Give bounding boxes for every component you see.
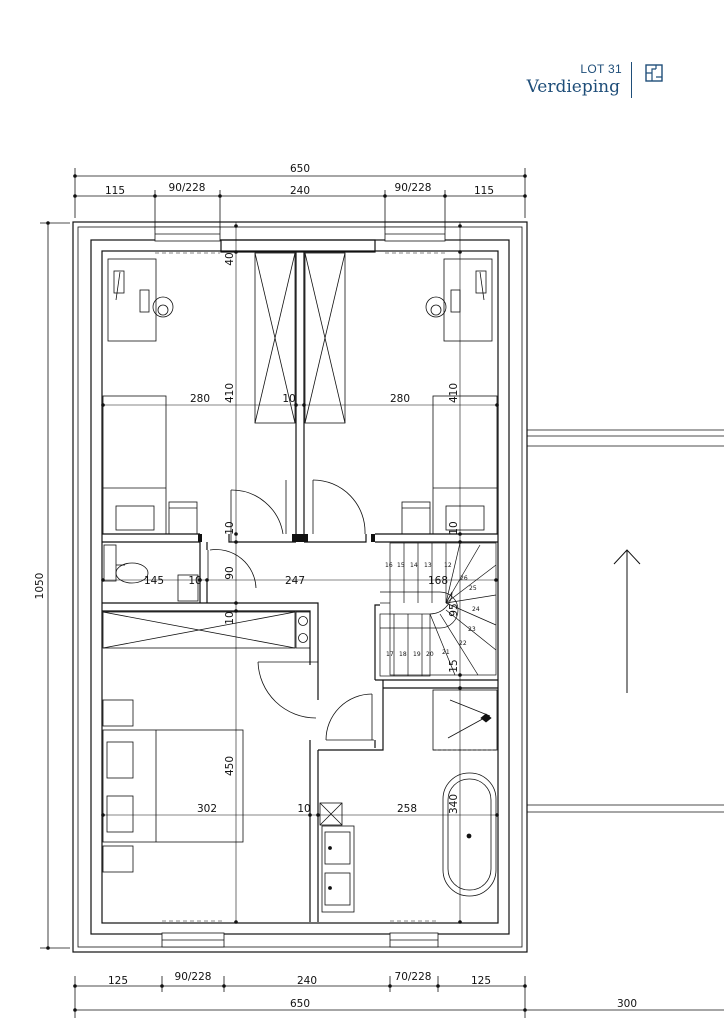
- bottom-dimensions: [74, 976, 724, 1018]
- dim-bathroom-width: 258: [397, 803, 417, 815]
- hvac-unit: [295, 611, 311, 649]
- stair-numbers: 16 15 14 13 12 26 25 24 23 22 21 17 18 1…: [385, 562, 480, 658]
- svg-text:23: 23: [468, 626, 476, 633]
- dim-top-1: 115: [105, 185, 125, 197]
- left-dimension: [40, 222, 70, 949]
- wardrobe-master: [102, 611, 296, 649]
- window-top-right: [384, 226, 446, 242]
- header-separator: [631, 62, 632, 98]
- door-bedroom-right: [312, 479, 366, 535]
- svg-text:16: 16: [385, 562, 393, 569]
- floor-title: Verdieping: [526, 77, 620, 97]
- interior-walls: [102, 239, 498, 922]
- bed-right: [432, 395, 498, 535]
- dim-bottom-extra: 300: [617, 998, 637, 1010]
- terrace-outline: [527, 429, 724, 813]
- interior-dim-lines: [103, 222, 497, 922]
- dim-top-5: 115: [474, 185, 494, 197]
- bed-left: [102, 395, 167, 535]
- svg-text:15: 15: [397, 562, 405, 569]
- floorplan-icon: [645, 64, 663, 82]
- wardrobe-right: [304, 252, 346, 424]
- dim-wc-wall: 10: [188, 575, 201, 587]
- dim-wc-depth: 90: [224, 566, 236, 579]
- svg-text:12: 12: [444, 562, 452, 569]
- dim-bottom-1: 125: [108, 975, 128, 987]
- dim-bottom-4: 70/228: [395, 971, 432, 983]
- svg-text:24: 24: [472, 606, 480, 613]
- dim-top-total: 650: [290, 163, 310, 175]
- dim-top-4: 90/228: [395, 182, 432, 194]
- wc-sink: [177, 574, 199, 602]
- wardrobe-left: [254, 252, 296, 424]
- svg-text:21: 21: [442, 649, 450, 656]
- window-bottom-left: [161, 932, 225, 948]
- dim-wc-width: 145: [144, 575, 164, 587]
- dim-hall-width: 247: [285, 575, 305, 587]
- dim-bottom-3: 240: [297, 975, 317, 987]
- desk-right: [425, 258, 493, 342]
- door-wc: [207, 549, 257, 589]
- dim-wall-between: 10: [282, 393, 295, 405]
- dim-bottom-5: 125: [471, 975, 491, 987]
- dim-bottom-2: 90/228: [175, 971, 212, 983]
- staircase: [379, 542, 497, 677]
- dim-bedroom-left-width: 280: [190, 393, 210, 405]
- svg-text:20: 20: [426, 651, 434, 658]
- window-bottom-right: [389, 932, 439, 948]
- dim-left-total: 1050: [34, 573, 46, 600]
- outer-walls: [72, 221, 528, 953]
- vent-shaft: [319, 802, 343, 826]
- svg-text:17: 17: [386, 651, 394, 658]
- dim-stair-width: 168: [428, 575, 448, 587]
- bathtub: [442, 772, 497, 897]
- direction-arrow: [613, 549, 641, 693]
- dim-top-3: 240: [290, 185, 310, 197]
- dim-bedroom-left-depth: 410: [224, 383, 236, 403]
- dim-bedroom-right-width: 280: [390, 393, 410, 405]
- svg-text:19: 19: [413, 651, 421, 658]
- dim-stair-bottom: 15: [448, 659, 460, 672]
- svg-text:18: 18: [399, 651, 407, 658]
- dim-bedroom-left-top: 40: [224, 252, 236, 265]
- dim-top-2: 90/228: [169, 182, 206, 194]
- dim-bottom-total: 650: [290, 998, 310, 1010]
- desk-left: [107, 258, 174, 342]
- wall-blocks: [198, 534, 375, 542]
- double-sink: [321, 825, 355, 913]
- dim-bedroom-right-bottom: 10: [448, 521, 460, 534]
- lot-number: LOT 31: [580, 62, 622, 76]
- svg-text:25: 25: [469, 585, 477, 592]
- svg-text:14: 14: [410, 562, 418, 569]
- dim-bathroom-depth: 340: [448, 794, 460, 814]
- bottom-dim-ticks: [73, 984, 527, 1012]
- svg-text:13: 13: [424, 562, 432, 569]
- nightstand-right: [401, 501, 431, 535]
- door-master: [257, 661, 318, 719]
- master-bed: [102, 729, 244, 843]
- window-top-left: [154, 226, 221, 242]
- top-dim-ticks: [73, 174, 527, 198]
- toilet: [103, 544, 149, 584]
- dim-bedroom-right-depth: 410: [448, 383, 460, 403]
- door-bathroom: [325, 693, 374, 741]
- dim-bedroom-left-bottom: 10: [224, 521, 236, 534]
- shower: [432, 689, 498, 751]
- dim-middle-wall: 10: [297, 803, 310, 815]
- master-nightstands: [102, 699, 134, 873]
- top-dimensions: [74, 168, 526, 230]
- dim-stair-depth: 95: [448, 603, 460, 616]
- door-bedroom-left: [230, 480, 287, 542]
- nightstand-left: [168, 501, 198, 535]
- interior-dim-ticks: [101, 224, 499, 924]
- svg-text:22: 22: [459, 640, 467, 647]
- dim-master-depth: 450: [224, 756, 236, 776]
- dim-hall-wall: 10: [224, 611, 236, 624]
- dim-master-width: 302: [197, 803, 217, 815]
- svg-text:26: 26: [460, 575, 468, 582]
